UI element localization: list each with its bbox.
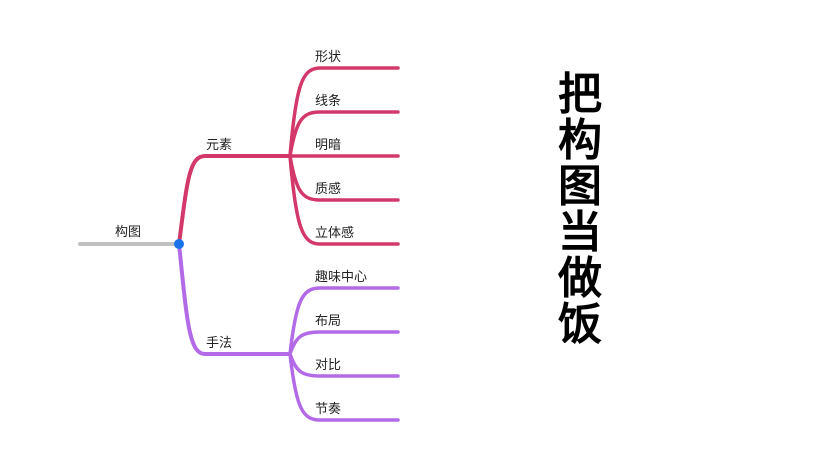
child-line bbox=[288, 66, 400, 158]
child-label[interactable]: 形状 bbox=[315, 50, 341, 65]
branch-connector bbox=[177, 154, 207, 246]
child-line bbox=[288, 286, 400, 356]
title-char: 做 bbox=[558, 253, 602, 304]
root-connector-dot[interactable] bbox=[174, 239, 184, 249]
branch-label[interactable]: 元素 bbox=[206, 138, 232, 153]
child-label[interactable]: 线条 bbox=[315, 93, 341, 109]
vertical-title: 把 构 图 当 做 饭 bbox=[540, 72, 620, 348]
child-line bbox=[288, 352, 400, 422]
child-label[interactable]: 节奏 bbox=[315, 402, 341, 417]
title-char: 饭 bbox=[558, 299, 602, 350]
child-line bbox=[288, 154, 400, 202]
branch-label[interactable]: 手法 bbox=[206, 336, 232, 351]
child-label[interactable]: 质感 bbox=[315, 181, 341, 197]
branch-connector bbox=[177, 242, 207, 356]
title-char: 当 bbox=[558, 207, 602, 258]
title-char: 把 bbox=[558, 69, 602, 120]
child-line bbox=[288, 154, 400, 246]
title-char: 图 bbox=[558, 161, 602, 212]
title-char: 构 bbox=[558, 115, 602, 166]
child-label[interactable]: 对比 bbox=[315, 358, 341, 373]
child-label[interactable]: 明暗 bbox=[315, 138, 341, 153]
child-label[interactable]: 布局 bbox=[315, 314, 341, 329]
child-line bbox=[288, 110, 400, 158]
child-line bbox=[288, 352, 400, 378]
child-line bbox=[288, 330, 400, 356]
child-label[interactable]: 立体感 bbox=[315, 225, 354, 241]
root-label[interactable]: 构图 bbox=[115, 225, 141, 240]
mindmap-edges bbox=[78, 66, 400, 422]
child-label[interactable]: 趣味中心 bbox=[315, 270, 367, 285]
